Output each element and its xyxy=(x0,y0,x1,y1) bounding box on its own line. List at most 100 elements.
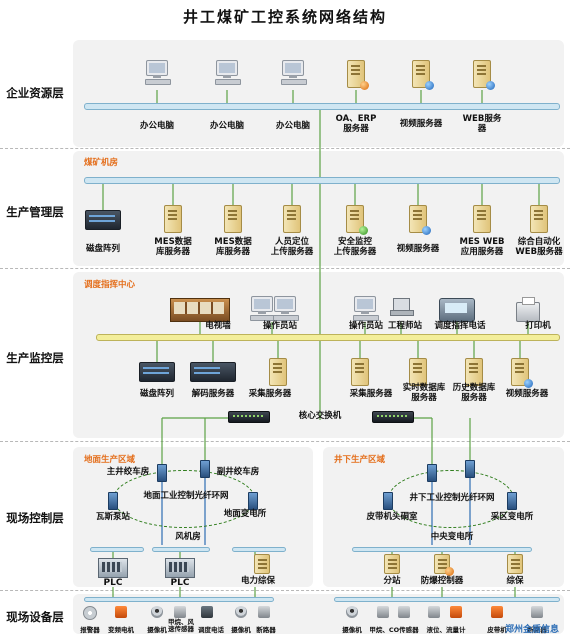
explosion-proof-controller-icon xyxy=(434,554,454,576)
ring-switch-icon xyxy=(157,464,167,482)
layer-label-management: 生产管理层 xyxy=(6,205,64,219)
station-label: 中央变电所 xyxy=(430,532,474,542)
device-bus xyxy=(334,597,560,602)
office-pc-icon xyxy=(281,60,307,85)
node-label: 磁盘阵列 xyxy=(85,244,121,254)
server-icon xyxy=(347,60,369,90)
controller-bus xyxy=(152,547,210,552)
node-label: 调度指挥电话 xyxy=(434,321,486,331)
section-title: 煤矿机房 xyxy=(84,158,119,168)
node-label: 操作员站 xyxy=(262,321,298,331)
monitoring-band xyxy=(73,272,564,438)
sensor-icon xyxy=(377,606,389,618)
level-meter-icon xyxy=(428,606,440,618)
core-switch-label: 核心交换机 xyxy=(298,411,342,421)
node-label: 视频服务器 xyxy=(505,389,549,399)
node-label: 历史数据库 服务器 xyxy=(452,383,496,403)
station-label: 地面变电所 xyxy=(223,509,267,519)
ring-switch-icon xyxy=(465,460,475,478)
device-label: 甲烷、风 速传感器 xyxy=(168,618,194,634)
plc-icon xyxy=(165,558,195,578)
controller-label: PLC xyxy=(103,578,123,588)
server-icon xyxy=(465,358,483,386)
ring-switch-icon xyxy=(108,492,118,510)
device-label: 液位、流量计 xyxy=(426,626,466,634)
operator-pc-icon xyxy=(353,296,379,321)
node-label: 操作员站 xyxy=(348,321,384,331)
dispatch-phone-icon xyxy=(439,298,475,322)
page-title: 井工煤矿工控系统网络结构 xyxy=(182,8,387,26)
controller-bus xyxy=(352,547,532,552)
server-icon xyxy=(269,358,287,386)
camera-icon xyxy=(151,606,163,618)
sensor-icon xyxy=(174,606,186,618)
device-bus xyxy=(84,597,274,602)
node-label: 实时数据库 服务器 xyxy=(402,383,446,403)
relay-protection-icon xyxy=(507,554,523,574)
server-icon xyxy=(164,205,182,233)
node-label: 办公电脑 xyxy=(209,121,245,131)
flow-meter-icon xyxy=(450,606,462,618)
server-icon xyxy=(412,60,434,90)
node-label: 电视墙 xyxy=(205,321,231,331)
station-label: 瓦斯泵站 xyxy=(95,512,131,522)
controller-label: 防爆控制器 xyxy=(420,576,464,586)
dispatch-phone-icon xyxy=(201,606,213,618)
node-label: MES数据 库服务器 xyxy=(214,237,252,257)
node-label: 工程师站 xyxy=(387,321,423,331)
separator xyxy=(0,590,570,591)
ring-label: 井下工业控制光纤环网 xyxy=(409,493,495,503)
server-icon xyxy=(409,205,431,235)
device-label: 断路器 xyxy=(256,626,276,634)
monitoring-bus xyxy=(96,334,560,341)
separator xyxy=(0,268,570,269)
ring-switch-icon xyxy=(427,464,437,482)
breaker-icon xyxy=(531,606,543,618)
section-title: 地面生产区域 xyxy=(84,455,136,465)
layer-label-enterprise: 企业资源层 xyxy=(6,86,64,100)
node-label: 安全监控 上传服务器 xyxy=(333,237,377,257)
office-pc-icon xyxy=(215,60,241,85)
station-label: 主井绞车房 xyxy=(106,467,150,477)
node-label: 办公电脑 xyxy=(139,121,175,131)
node-label: 采集服务器 xyxy=(248,389,292,399)
belt-conveyor-icon xyxy=(491,606,503,618)
node-label: 办公电脑 xyxy=(275,121,311,131)
node-label: WEB服务 器 xyxy=(462,114,502,134)
relay-protection-icon xyxy=(254,554,270,574)
vfd-motor-icon xyxy=(115,606,127,618)
server-icon xyxy=(409,358,427,386)
video-wall-icon xyxy=(170,298,230,322)
node-label: 打印机 xyxy=(525,321,551,331)
device-label: 摄像机 xyxy=(231,626,251,634)
node-label: 解码服务器 xyxy=(191,389,235,399)
station-label: 副井绞车房 xyxy=(216,467,260,477)
node-label: 视频服务器 xyxy=(399,119,443,129)
device-label: 变频电机 xyxy=(108,626,134,634)
management-bus xyxy=(84,177,560,184)
ring-switch-icon xyxy=(383,492,393,510)
layer-label-field-devices: 现场设备层 xyxy=(6,610,64,624)
core-switch-icon xyxy=(372,411,414,423)
layer-label-field-control: 现场控制层 xyxy=(6,511,64,525)
controller-label: PLC xyxy=(170,578,190,588)
core-switch-icon xyxy=(228,411,270,423)
server-icon xyxy=(530,205,548,233)
device-label: 甲烷、CO传感器 xyxy=(369,626,419,634)
separator xyxy=(0,148,570,149)
layer-label-monitoring: 生产监控层 xyxy=(6,351,64,365)
node-label: 磁盘阵列 xyxy=(139,389,175,399)
device-label: 断路器 xyxy=(527,626,547,634)
device-label: 摄像机 xyxy=(147,626,167,634)
node-label: MES WEB 应用服务器 xyxy=(459,237,505,257)
server-icon xyxy=(473,205,491,233)
node-label: 视频服务器 xyxy=(396,244,440,254)
breaker-icon xyxy=(258,606,270,618)
ring-label: 地面工业控制光纤环网 xyxy=(143,491,229,501)
device-label: 皮带机 xyxy=(487,626,507,634)
ring-switch-icon xyxy=(507,492,517,510)
operator-pc-icon xyxy=(273,296,299,321)
controller-bus xyxy=(232,547,286,552)
station-label: 采区变电所 xyxy=(490,512,534,522)
device-label: 摄像机 xyxy=(342,626,362,634)
